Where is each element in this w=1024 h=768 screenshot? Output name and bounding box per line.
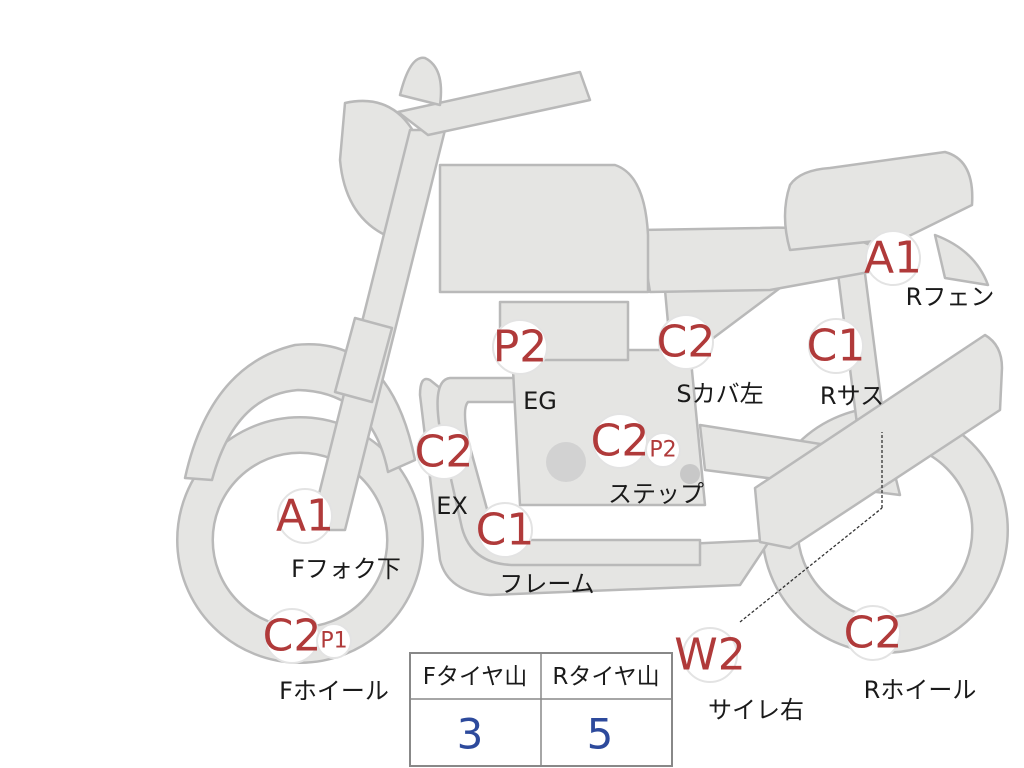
marker-code: A1 <box>864 233 922 284</box>
rear-tire-header: Rタイヤ山 <box>552 664 659 690</box>
tire-depth-table: Fタイヤ山 Rタイヤ山 3 5 <box>409 652 673 767</box>
marker-code: A1 <box>276 491 334 542</box>
marker-code: C2 <box>844 608 903 659</box>
marker-label: Rサス <box>820 382 884 410</box>
marker-label: Sカバ左 <box>676 380 763 408</box>
marker-code: C1 <box>807 321 866 372</box>
marker-label: EG <box>523 387 557 415</box>
marker-c2-side-cover-left[interactable]: C2 Sカバ左 <box>657 314 764 408</box>
front-tire-header: Fタイヤ山 <box>423 664 528 690</box>
marker-code: P2 <box>493 322 548 373</box>
marker-label: サイレ右 <box>708 696 804 724</box>
front-tire-value: 3 <box>457 710 484 759</box>
marker-c1-rear-suspension[interactable]: C1 Rサス <box>807 318 884 410</box>
marker-subcode: P2 <box>649 438 676 463</box>
silencer-leader-line <box>739 507 883 623</box>
marker-code: C2 <box>263 611 322 662</box>
marker-label: Fホイール <box>279 677 389 705</box>
marker-subcode: P1 <box>320 629 347 654</box>
marker-label: フレーム <box>499 570 594 598</box>
marker-code: W2 <box>674 630 746 681</box>
marker-code: C1 <box>476 505 535 556</box>
marker-p2-engine[interactable]: P2 EG <box>492 319 557 415</box>
marker-label: Fフォク下 <box>291 555 401 583</box>
marker-label: Rホイール <box>864 676 977 704</box>
rear-tire-value: 5 <box>587 710 614 759</box>
marker-c1-frame[interactable]: C1 フレーム <box>476 502 595 598</box>
marker-code: C2 <box>591 416 650 467</box>
marker-c2-step[interactable]: C2 P2 ステップ <box>591 413 704 508</box>
marker-c2-rear-wheel[interactable]: C2 Rホイール <box>844 605 977 704</box>
marker-label: EX <box>436 492 468 520</box>
marker-w2-silencer-right[interactable]: W2 サイレ右 <box>674 627 804 724</box>
marker-a1-rear-fender[interactable]: A1 Rフェン <box>864 230 995 311</box>
marker-code: C2 <box>657 317 716 368</box>
marker-label: ステップ <box>608 480 704 508</box>
marker-c2-front-wheel[interactable]: C2 P1 Fホイール <box>263 608 389 705</box>
marker-c2-exhaust[interactable]: C2 EX <box>415 424 474 520</box>
marker-a1-front-fork[interactable]: A1 Fフォク下 <box>276 488 401 583</box>
marker-code: C2 <box>415 427 474 478</box>
marker-label: Rフェン <box>906 283 995 311</box>
